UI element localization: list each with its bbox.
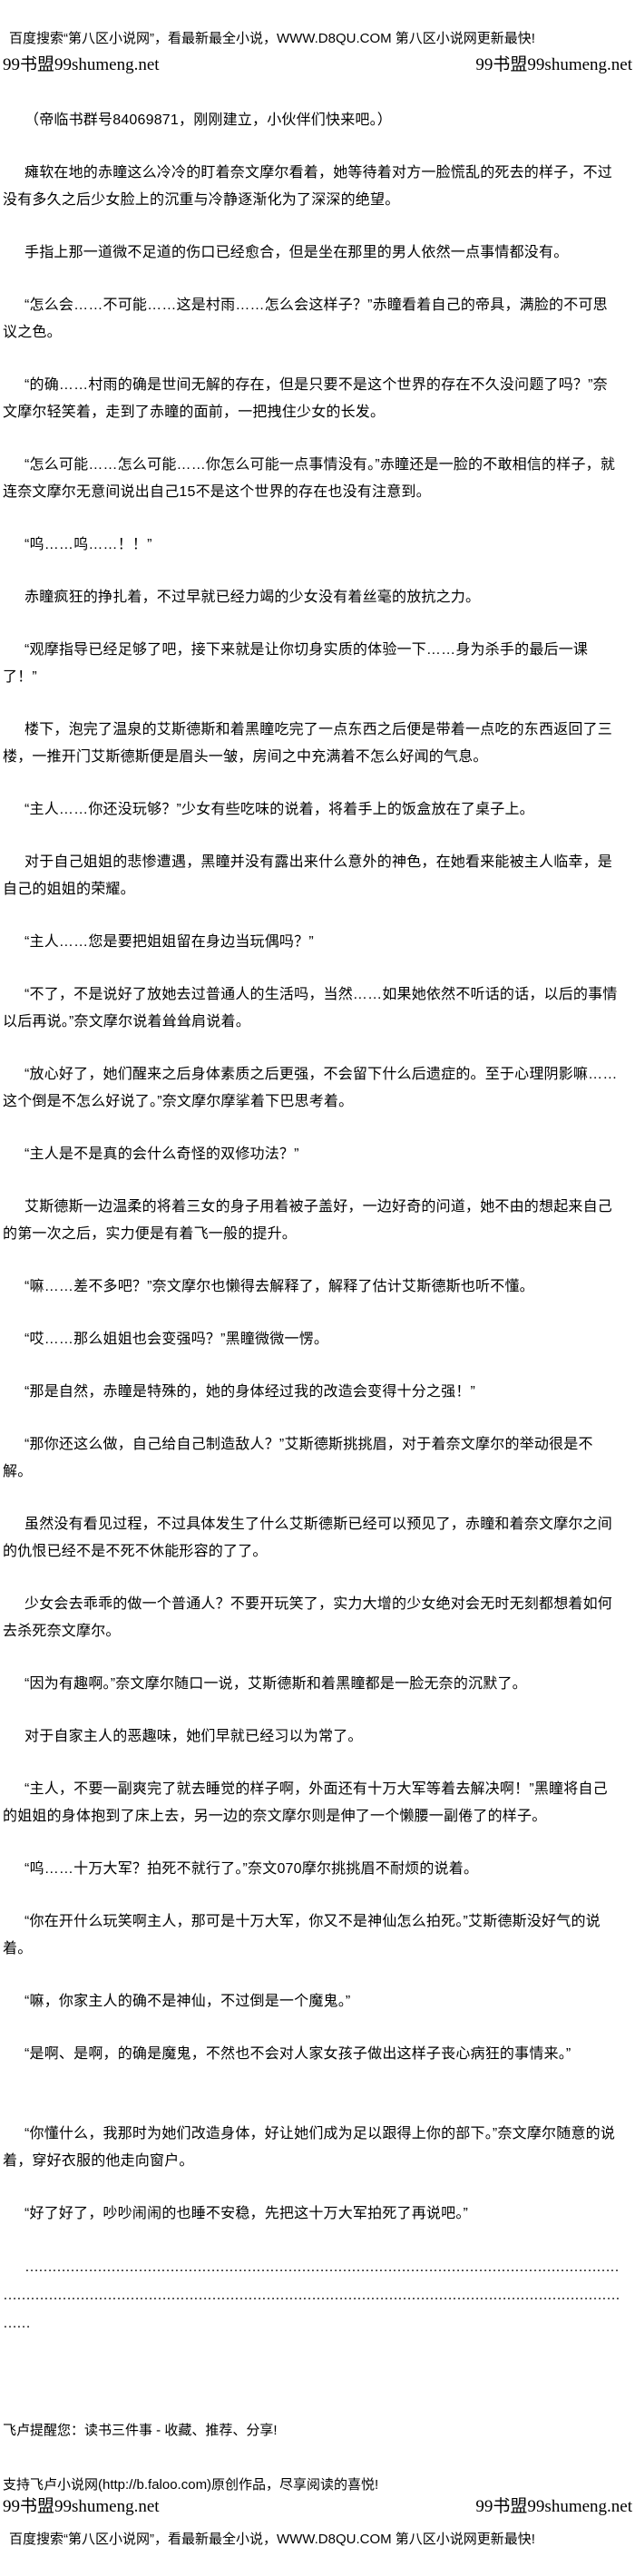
paragraph: “嘛……差不多吧？”奈文摩尔也懒得去解释了，解释了估计艾斯德斯也听不懂。 xyxy=(24,1279,534,1294)
paragraph: “主人是不是真的会什么奇怪的双修功法？” xyxy=(24,1147,299,1162)
header-promo-text: 百度搜索“第八区小说网”，看最新最全小说，WWW.D8QU.COM 第八区小说网… xyxy=(9,31,535,46)
footer-promo-text: 百度搜索“第八区小说网”，看最新最全小说，WWW.D8QU.COM 第八区小说网… xyxy=(9,2532,535,2547)
header-site-banner: 99书盟99shumeng.net 99书盟99shumeng.net xyxy=(3,54,632,76)
site-link-left[interactable]: 99书盟99shumeng.net xyxy=(3,2497,160,2516)
paragraph: 赤瞳疯狂的挣扎着，不过早就已经力竭的少女没有着丝毫的放抗之力。 xyxy=(24,590,481,605)
paragraph: 楼下，泡完了温泉的艾斯德斯和着黑瞳吃完了一点东西之后便是带着一点吃的东西返回了三… xyxy=(3,722,613,765)
site-link-right[interactable]: 99书盟99shumeng.net xyxy=(475,55,632,74)
ellipsis-line: …………………………………………………………………………………………………………… xyxy=(24,2259,620,2275)
paragraph: “主人……您是要把姐姐留在身边当玩偶吗？” xyxy=(24,934,314,950)
paragraph: “因为有趣啊。”奈文摩尔随口一说，艾斯德斯和着黑瞳都是一脸无奈的沉默了。 xyxy=(24,1676,527,1692)
paragraph: “观摩指导已经足够了吧，接下来就是让你切身实质的体验一下……身为杀手的最后一课了… xyxy=(3,642,589,685)
paragraph: 艾斯德斯一边温柔的将着三女的身子用着被子盖好，一边好奇的问道，她不由的想起来自己… xyxy=(3,1199,613,1242)
paragraph: “你在开什么玩笑啊主人，那可是十万大军，你又不是神仙怎么拍死。”艾斯德斯没好气的… xyxy=(3,1914,601,1956)
paragraph: “好了好了，吵吵闹闹的也睡不安稳，先把这十万大军拍死了再说吧。” xyxy=(24,2206,469,2221)
ellipsis-line: …… xyxy=(3,2316,31,2331)
paragraph: “主人……你还没玩够？”少女有些吃味的说着，将着手上的饭盒放在了桌子上。 xyxy=(24,802,534,817)
paragraph: “哎……那么姐姐也会变强吗？”黑瞳微微一愣。 xyxy=(24,1332,329,1347)
paragraph: “怎么可能……怎么可能……你怎么可能一点事情没有。”赤瞳还是一脸的不敢相信的样子… xyxy=(3,457,616,500)
paragraph: 少女会去乖乖的做一个普通人？不要开玩笑了，实力大增的少女绝对会无时无刻都想着如何… xyxy=(3,1596,613,1639)
paragraph: “嘛，你家主人的确不是神仙，不过倒是一个魔鬼。” xyxy=(24,1994,351,2009)
paragraph: 对于自家主人的恶趣味，她们早就已经习以为常了。 xyxy=(24,1729,363,1744)
paragraph: “放心好了，她们醒来之后身体素质之后更强，不会留下什么后遗症的。至于心理阴影嘛…… xyxy=(3,1067,618,1109)
chapter-content: （帝临书群号84069871，刚刚建立，小伙伴们快来吧。） 瘫软在地的赤瞳这么冷… xyxy=(3,107,620,2337)
paragraph: “的确……村雨的确是世间无解的存在，但是只要不是这个世界的存在不久没问题了吗？”… xyxy=(3,377,608,420)
paragraph: “主人，不要一副爽完了就去睡觉的样子啊，外面还有十万大军等着去解决啊！”黑瞳将自… xyxy=(3,1781,608,1824)
site-link-left[interactable]: 99书盟99shumeng.net xyxy=(3,55,160,74)
reminder-text: 飞卢提醒您：读书三件事 - 收藏、推荐、分享! xyxy=(3,2423,278,2438)
paragraph: （帝临书群号84069871，刚刚建立，小伙伴们快来吧。） xyxy=(24,112,392,128)
site-link-right[interactable]: 99书盟99shumeng.net xyxy=(475,2497,632,2516)
paragraph: “你懂什么，我那时为她们改造身体，好让她们成为足以跟得上你的部下。”奈文摩尔随意… xyxy=(3,2126,616,2169)
paragraph: 手指上那一道微不足道的伤口已经愈合，但是坐在那里的男人依然一点事情都没有。 xyxy=(24,245,569,260)
paragraph: “呜……呜……！！” xyxy=(24,537,152,552)
support-text: 支持飞卢小说网(http://b.faloo.com)原创作品，尽享阅读的喜悦! xyxy=(3,2477,379,2493)
paragraph: “呜……十万大军？拍死不就行了。”奈文070摩尔挑挑眉不耐烦的说着。 xyxy=(24,1861,479,1877)
paragraph: “是啊、是啊，的确是魔鬼，不然也不会对人家女孩子做出这样子丧心病狂的事情来。” xyxy=(24,2046,572,2062)
paragraph: 瘫软在地的赤瞳这么冷冷的盯着奈文摩尔看着，她等待着对方一脸慌乱的死去的样子，不过… xyxy=(3,165,613,208)
paragraph: “怎么会……不可能……这是村雨……怎么会这样子？”赤瞳看着自己的帝具，满脸的不可… xyxy=(3,298,608,340)
paragraph: “那是自然，赤瞳是特殊的，她的身体经过我的改造会变得十分之强！” xyxy=(24,1384,476,1400)
paragraph: “不了，不是说好了放她去过普通人的生活吗，当然……如果她依然不听话的话，以后的事… xyxy=(3,987,618,1029)
ellipsis-line: …………………………………………………………………………………………………………… xyxy=(3,2288,620,2303)
paragraph: 对于自己姐姐的悲惨遭遇，黑瞳并没有露出来什么意外的神色，在她看来能被主人临幸，是… xyxy=(3,854,613,897)
footer-site-banner: 99书盟99shumeng.net 99书盟99shumeng.net xyxy=(3,2496,632,2518)
paragraph: “那你还这么做，自己给自己制造敌人？”艾斯德斯挑挑眉，对于着奈文摩尔的举动很是不… xyxy=(3,1437,593,1479)
paragraph: 虽然没有看见过程，不过具体发生了什么艾斯德斯已经可以预见了，赤瞳和着奈文摩尔之间… xyxy=(3,1517,613,1559)
